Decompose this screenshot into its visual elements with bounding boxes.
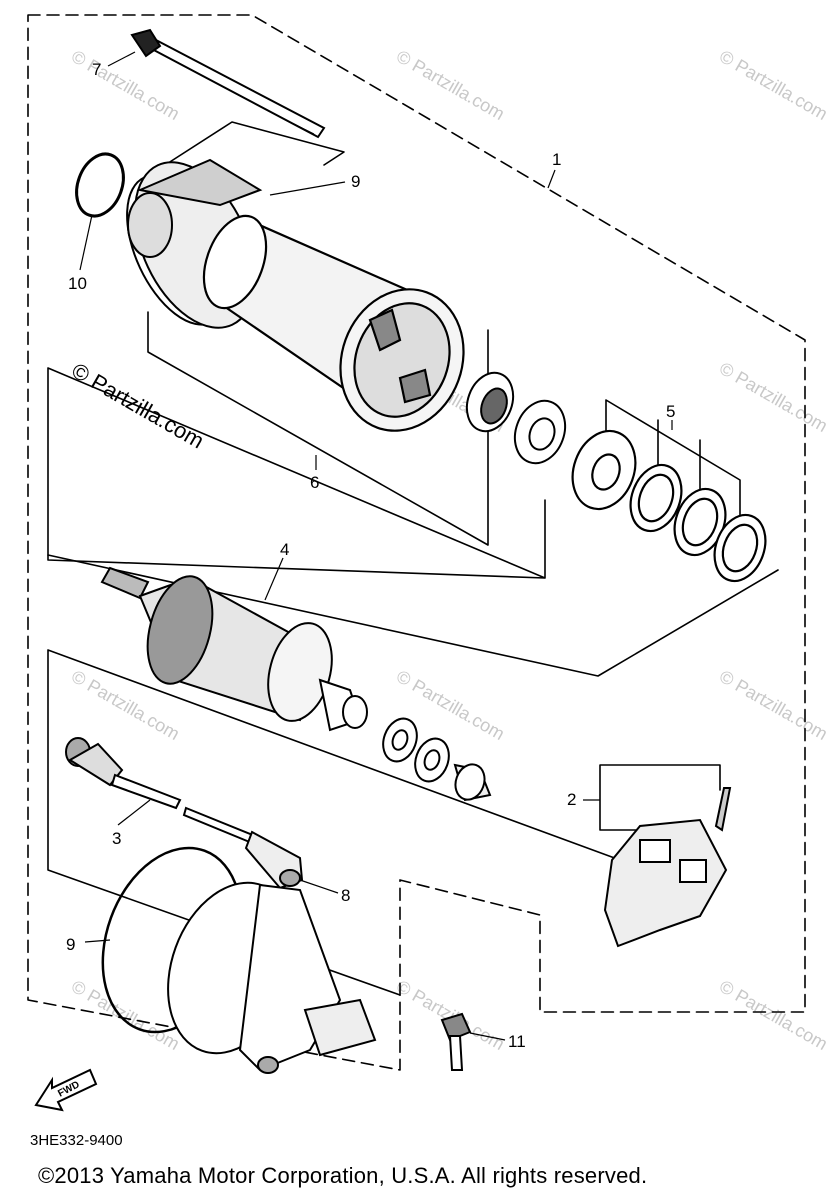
washer-bracket <box>605 399 741 521</box>
leader-11 <box>469 1032 506 1041</box>
callout-2: 2 <box>567 790 576 809</box>
callout-7: 7 <box>92 60 101 79</box>
leader-9-top <box>269 181 346 196</box>
leader-7 <box>107 51 136 67</box>
watermark-faint: © Partzilla.com <box>393 46 508 124</box>
armature-group-bracket <box>47 367 546 579</box>
part-armature-washers <box>382 717 492 802</box>
watermark-faint: © Partzilla.com <box>716 666 826 744</box>
watermark-faint: © Partzilla.com <box>68 976 183 1054</box>
callout-9-top: 9 <box>351 172 360 191</box>
watermark-faint: © Partzilla.com <box>716 358 826 436</box>
leader-8 <box>299 879 339 894</box>
callout-6: 6 <box>310 473 319 492</box>
part-11-bolt <box>440 1012 472 1071</box>
copyright-notice: ©2013 Yamaha Motor Corporation, U.S.A. A… <box>38 1163 648 1188</box>
callout-9-bottom: 9 <box>66 935 75 954</box>
callout-11: 11 <box>508 1032 526 1051</box>
part-rear-cover <box>167 881 377 1074</box>
part-4-armature <box>100 566 368 732</box>
leader-3 <box>117 799 151 826</box>
callout-4: 4 <box>280 540 289 559</box>
part-bearing <box>465 371 515 433</box>
part-washer <box>513 399 567 465</box>
part-8-wire-boot <box>182 806 304 890</box>
part-5-washer-set <box>571 429 767 583</box>
watermark-faint: © Partzilla.com <box>716 46 826 124</box>
part-10-o-ring <box>75 152 125 218</box>
callout-1: 1 <box>552 150 561 169</box>
front-cover-bracket <box>147 311 489 546</box>
brush-holder-bracket <box>599 764 721 831</box>
leader-4 <box>264 557 284 601</box>
part-2-brush-holder <box>603 787 732 948</box>
leader-9-bottom <box>84 939 111 943</box>
leader-10 <box>79 214 93 271</box>
fwd-arrow-icon: FWD <box>34 1068 98 1112</box>
diagram-code: 3HE332-9400 <box>30 1132 123 1149</box>
watermark-faint: © Partzilla.com <box>68 46 183 124</box>
callout-5: 5 <box>666 402 675 421</box>
part-7-through-bolt <box>130 28 326 139</box>
callout-8: 8 <box>341 886 350 905</box>
bolt-bracket <box>147 121 345 177</box>
part-3-lead-wire <box>65 737 182 810</box>
part-6-yoke-housing <box>202 214 465 432</box>
leader-1 <box>547 169 556 189</box>
washer-lower-bracket <box>47 554 779 677</box>
watermark-faint: © Partzilla.com <box>716 976 826 1054</box>
callout-3: 3 <box>112 829 121 848</box>
callout-10: 10 <box>68 274 87 293</box>
